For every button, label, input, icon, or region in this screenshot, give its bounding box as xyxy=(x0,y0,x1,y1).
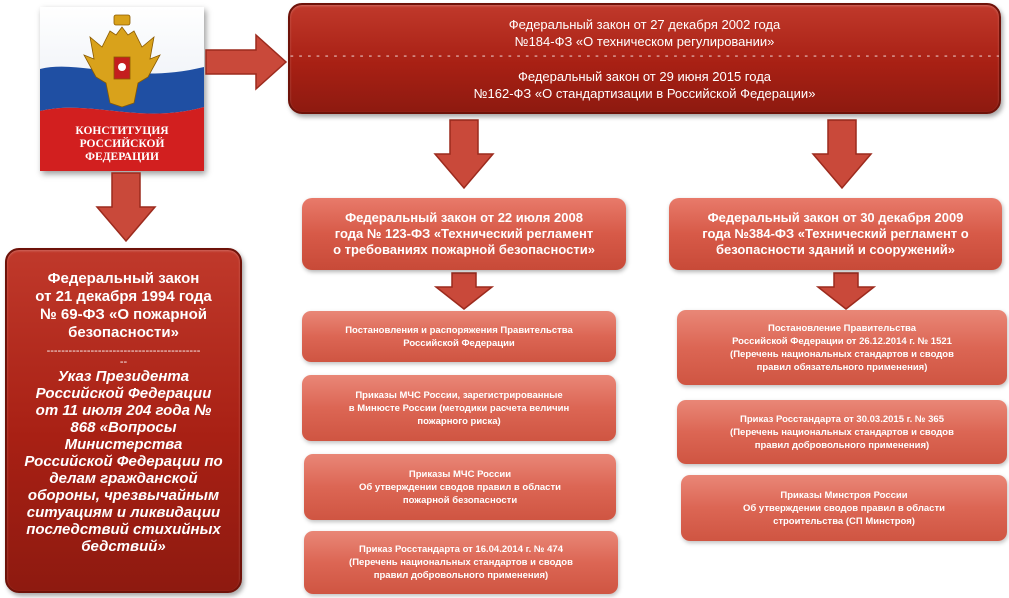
regulation-line: Приказы Минстроя России xyxy=(780,489,908,501)
regulation-box: Постановление Правительства Российской Ф… xyxy=(677,310,1007,385)
law-123-line: о требованиях пожарной безопасности» xyxy=(333,242,595,257)
arrow-down-icon xyxy=(433,119,495,190)
regulation-line: правил добровольного применения) xyxy=(373,570,549,581)
decree-line: ситуациям и ликвидации xyxy=(26,504,221,521)
regulation-line: правил добровольного применения) xyxy=(754,439,930,451)
top-law-1-title: Федеральный закон от 27 декабря 2002 год… xyxy=(508,16,781,32)
top-law-1-name: №184-ФЗ «О техническом регулировании» xyxy=(514,33,775,49)
top-law-2-title: Федеральный закон от 29 июня 2015 года xyxy=(517,68,772,84)
decree-line: от 11 июля 204 года № xyxy=(35,402,212,419)
fire-safety-law-box: Федеральный закон от 21 декабря 1994 год… xyxy=(5,248,242,593)
regulation-line: в Минюсте России (методики расчета велич… xyxy=(348,402,570,414)
decree-line: обороны, чрезвычайным xyxy=(27,487,220,504)
regulation-box: Приказы Минстроя России Об утверждении с… xyxy=(681,475,1007,541)
flag-eagle-icon xyxy=(40,7,204,171)
regulation-box: Постановления и распоряжения Правительст… xyxy=(302,311,616,362)
decree-line: Российской Федерации по xyxy=(24,453,223,470)
regulation-line: Постановление Правительства xyxy=(767,322,916,334)
decree-line: Министерства xyxy=(64,436,183,453)
law-384-line: года №384-ФЗ «Технический регламент о xyxy=(702,226,969,241)
top-laws-box: Федеральный закон от 27 декабря 2002 год… xyxy=(288,3,1001,114)
regulation-line: (Перечень национальных стандартов и свод… xyxy=(730,426,954,438)
emblem-title-line: КОНСТИТУЦИЯ xyxy=(75,125,169,137)
law-123-line: Федеральный закон от 22 июля 2008 xyxy=(345,210,583,225)
regulation-box: Приказ Росстандарта от 30.03.2015 г. № 3… xyxy=(677,400,1007,464)
regulation-box: Приказ Росстандарта от 16.04.2014 г. № 4… xyxy=(304,531,618,594)
regulation-box: Приказы МЧС России, зарегистрированные в… xyxy=(302,375,616,441)
law-123-box: Федеральный закон от 22 июля 2008 года №… xyxy=(302,198,626,270)
left-box-separator-tail: -- xyxy=(119,357,128,368)
decree-line: бедствий» xyxy=(81,538,166,555)
left-law-line: № 69-ФЗ «О пожарной xyxy=(40,306,207,323)
regulation-line: Российской Федерации xyxy=(403,337,515,349)
emblem-title-line: ФЕДЕРАЦИИ xyxy=(85,151,159,163)
regulation-box: Приказы МЧС России Об утверждении сводов… xyxy=(304,454,616,520)
left-law-line: от 21 декабря 1994 года xyxy=(35,288,212,305)
law-384-line: безопасности зданий и сооружений» xyxy=(715,242,956,257)
arrow-down-icon xyxy=(816,272,876,310)
law-123-line: года № 123-ФЗ «Технический регламент xyxy=(334,226,594,241)
regulation-line: правил обязательного применения) xyxy=(756,361,928,373)
regulation-line: Приказ Росстандарта от 16.04.2014 г. № 4… xyxy=(359,544,563,555)
decree-line: делам гражданской xyxy=(49,470,198,487)
decree-line: Указ Президента xyxy=(57,368,190,385)
top-law-2-name: №162-ФЗ «О стандартизации в Российской Ф… xyxy=(473,85,816,101)
decree-line: последствий стихийных xyxy=(26,521,221,538)
arrow-right-icon xyxy=(205,33,288,91)
regulation-line: Об утверждении сводов правил в области xyxy=(359,481,561,493)
regulation-line: Приказы МЧС России xyxy=(408,468,512,480)
law-384-box: Федеральный закон от 30 декабря 2009 год… xyxy=(669,198,1002,270)
decree-line: 868 «Вопросы xyxy=(70,419,177,436)
regulation-line: (Перечень национальных стандартов и свод… xyxy=(730,348,954,360)
constitution-emblem: КОНСТИТУЦИЯ РОССИЙСКОЙ ФЕДЕРАЦИИ xyxy=(40,7,204,171)
arrow-down-icon xyxy=(95,172,157,243)
left-box-separator: ----------------------------------------… xyxy=(46,346,201,357)
regulation-line: Постановления и распоряжения Правительст… xyxy=(345,324,573,336)
regulation-line: (Перечень национальных стандартов и свод… xyxy=(349,557,573,568)
arrow-down-icon xyxy=(434,272,494,310)
regulation-line: Российской Федерации от 26.12.2014 г. № … xyxy=(732,335,952,347)
top-box-separator: - - - - - - - - - - - - - - - - - - - - … xyxy=(290,49,999,62)
regulation-line: строительства (СП Минстроя) xyxy=(773,515,915,527)
left-law-line: Федеральный закон xyxy=(47,270,200,287)
emblem-title-line: РОССИЙСКОЙ xyxy=(79,138,165,150)
decree-line: Российской Федерации xyxy=(35,385,212,402)
law-384-line: Федеральный закон от 30 декабря 2009 xyxy=(707,210,964,225)
regulation-line: Приказы МЧС России, зарегистрированные xyxy=(355,389,563,401)
regulation-line: Приказ Росстандарта от 30.03.2015 г. № 3… xyxy=(740,413,944,425)
left-law-line: безопасности» xyxy=(68,324,179,341)
regulation-line: Об утверждении сводов правил в области xyxy=(743,502,945,514)
regulation-line: пожарного риска) xyxy=(417,415,501,427)
regulation-line: пожарной безопасности xyxy=(402,494,518,506)
arrow-down-icon xyxy=(811,119,873,190)
